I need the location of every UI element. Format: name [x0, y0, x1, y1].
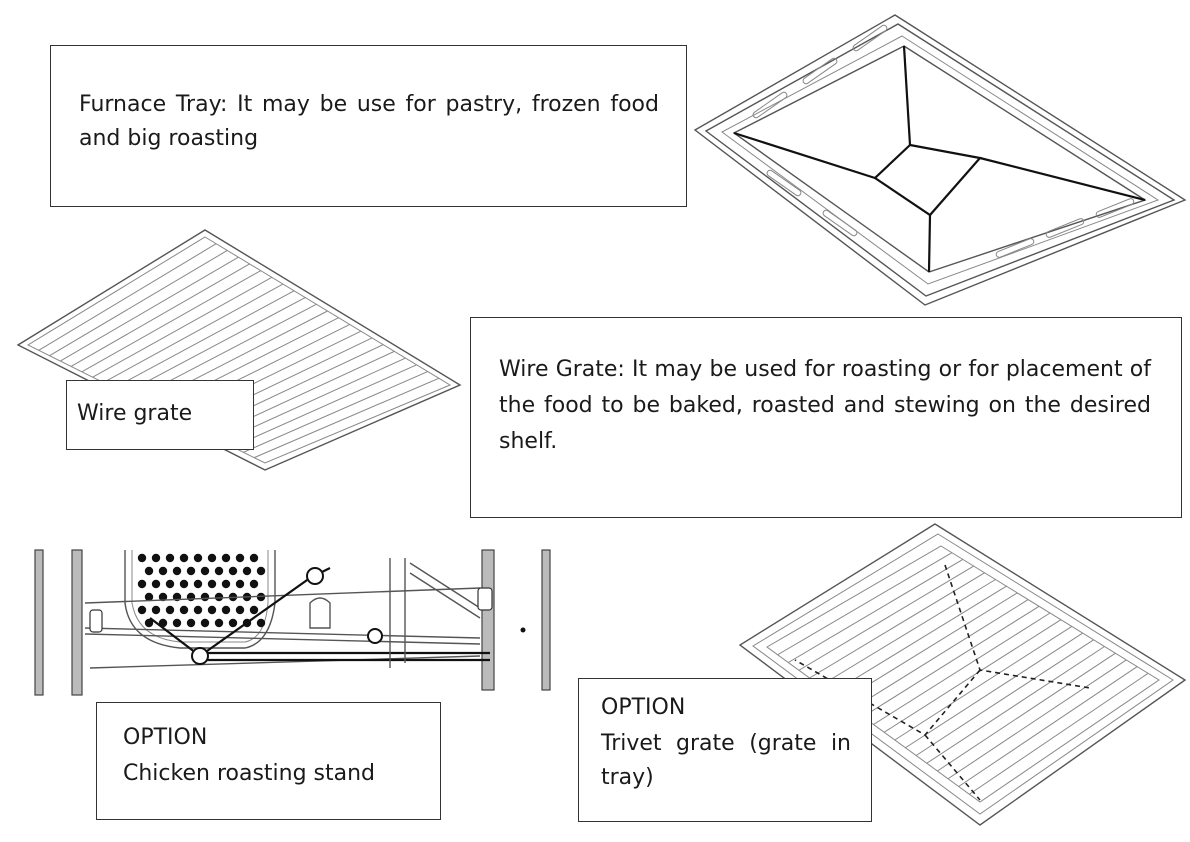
furnace-tray-illustration — [693, 14, 1187, 306]
wire-grate-description-box: Wire Grate: It may be used for roasting … — [470, 317, 1182, 518]
wire-grate-label: Wire grate — [77, 401, 193, 426]
chicken-stand-textbox: OPTION Chicken roasting stand — [96, 702, 441, 820]
wire-grate-label-box: Wire grate — [66, 380, 254, 450]
chicken-stand-option: OPTION — [123, 725, 208, 750]
chicken-stand-illustration — [34, 549, 551, 696]
furnace-tray-textbox: Furnace Tray: It may be use for pastry, … — [50, 45, 687, 207]
chicken-stand-label: Chicken roasting stand — [123, 761, 376, 786]
trivet-grate-label: Trivet grate (grate in tray) — [601, 731, 851, 790]
trivet-grate-option: OPTION — [601, 695, 686, 720]
wire-grate-description: Wire Grate: It may be used for roasting … — [499, 357, 1151, 454]
trivet-grate-textbox: OPTION Trivet grate (grate in tray) — [578, 678, 872, 822]
trivet-grate-illustration — [738, 523, 1187, 826]
furnace-tray-text: Furnace Tray: It may be use for pastry, … — [79, 92, 659, 151]
